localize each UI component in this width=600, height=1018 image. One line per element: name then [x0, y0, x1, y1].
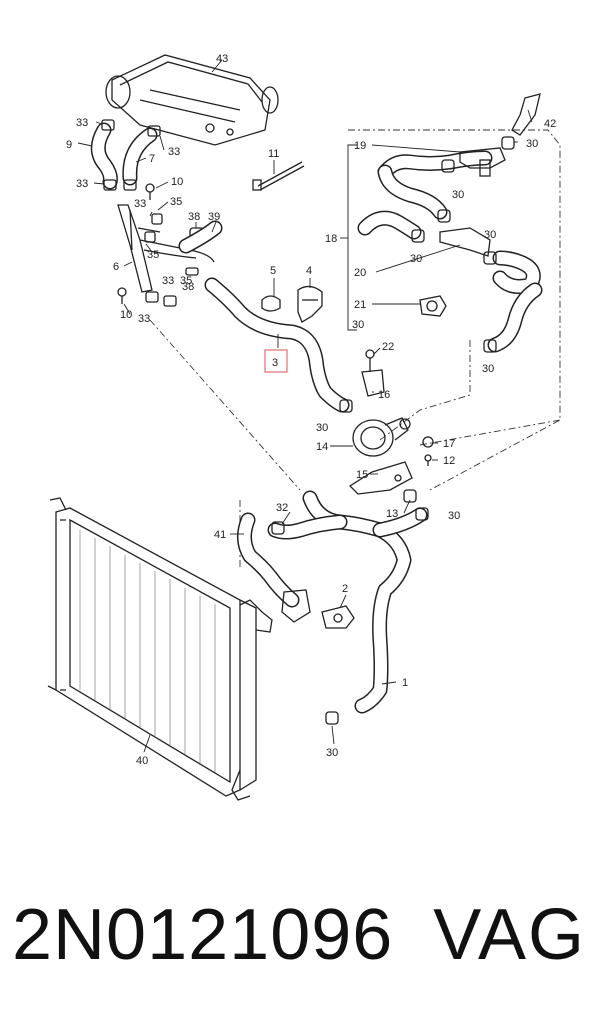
radiator-40 — [47, 497, 273, 801]
clip-2 — [321, 605, 355, 629]
callout-43: 43 — [216, 53, 228, 65]
bolt-22 — [365, 349, 375, 372]
part-38-39 — [178, 220, 223, 276]
callout-16: 16 — [378, 389, 390, 401]
callout-15: 15 — [356, 469, 368, 481]
callout-3: 3 — [272, 357, 278, 369]
callout-30-i: 30 — [326, 747, 338, 759]
hose-clip-5 — [261, 295, 281, 312]
callout-39: 39 — [208, 211, 220, 223]
callout-38-a: 38 — [188, 211, 200, 223]
callout-35-c: 35 — [180, 275, 192, 287]
callout-22: 22 — [382, 341, 394, 353]
callout-10-b: 10 — [120, 309, 132, 321]
callout-30-f: 30 — [482, 363, 494, 375]
bolts-10 — [117, 183, 155, 304]
callout-30-a: 30 — [526, 138, 538, 150]
callout-30-h: 30 — [448, 510, 460, 522]
connector-42 — [511, 93, 541, 136]
callout-42: 42 — [544, 118, 556, 130]
bracket-18 — [340, 144, 357, 331]
callout-7: 7 — [149, 153, 155, 165]
callout-41: 41 — [214, 529, 226, 541]
hose-19 — [377, 150, 493, 220]
t-connector-19 — [459, 147, 506, 177]
callout-38-b: 38 — [182, 281, 194, 293]
callout-33-a: 33 — [76, 117, 88, 129]
callout-30-g: 30 — [316, 422, 328, 434]
callout-12: 12 — [443, 455, 455, 467]
elbow-41 — [237, 512, 311, 623]
callout-35-a: 35 — [170, 196, 182, 208]
callout-40: 40 — [136, 755, 148, 767]
callout-33-b: 33 — [168, 146, 180, 158]
bolt-12 — [424, 454, 432, 466]
clip-21 — [419, 295, 447, 317]
callout-30-b: 30 — [452, 189, 464, 201]
callout-33-e: 33 — [162, 275, 174, 287]
callout-33-c: 33 — [76, 178, 88, 190]
callout-35-b: 35 — [147, 249, 159, 261]
callout-14: 14 — [316, 441, 328, 453]
callout-9: 9 — [66, 139, 72, 151]
callout-30-d: 30 — [410, 253, 422, 265]
hose-7 — [122, 127, 158, 186]
callout-32: 32 — [276, 502, 288, 514]
intercooler-housing — [105, 54, 279, 146]
bracket-15 — [348, 461, 413, 495]
callout-33-d: 33 — [134, 198, 146, 210]
callout-33-f: 33 — [138, 313, 150, 325]
callout-17: 17 — [443, 438, 455, 450]
nut-17 — [422, 436, 434, 448]
callout-11: 11 — [268, 148, 279, 160]
footer: 2N0121096 VAG — [0, 885, 600, 995]
callout-1: 1 — [402, 677, 408, 689]
water-pump-14 — [352, 417, 411, 457]
brand-label: VAG — [433, 895, 586, 975]
callout-6: 6 — [113, 261, 119, 273]
cable-tie-11 — [252, 161, 305, 191]
hose-20 — [357, 210, 541, 294]
callout-4: 4 — [306, 265, 312, 277]
hose-lower-right — [487, 282, 543, 353]
bracket-16 — [361, 369, 385, 397]
callout-5: 5 — [270, 265, 276, 277]
callout-30-c: 30 — [484, 229, 496, 241]
callout-2: 2 — [342, 583, 348, 595]
radiator-fins — [79, 530, 216, 772]
grommet-13 — [403, 489, 417, 503]
highlight-box-3 — [264, 349, 288, 373]
callout-30-e: 30 — [352, 319, 364, 331]
hose-clip-4 — [297, 285, 323, 323]
main-hose-1 — [267, 490, 428, 714]
fittings-30 — [271, 136, 515, 725]
callout-13: 13 — [386, 508, 398, 520]
callout-19: 19 — [354, 140, 366, 152]
hose-9 — [90, 122, 118, 190]
part-number: 2N0121096 — [12, 895, 394, 975]
callout-10-a: 10 — [171, 176, 183, 188]
callout-20: 20 — [354, 267, 366, 279]
leader-lines — [77, 59, 533, 753]
callout-18: 18 — [325, 233, 337, 245]
callout-21: 21 — [354, 299, 366, 311]
coolant-hose-3 — [204, 277, 350, 413]
clamps-33 — [101, 119, 177, 307]
parts-diagram: 43 33 9 33 7 33 10 33 35 11 38 39 35 6 3… — [47, 53, 561, 801]
callout-labels: 43 33 9 33 7 33 10 33 35 11 38 39 35 6 3… — [66, 53, 556, 767]
